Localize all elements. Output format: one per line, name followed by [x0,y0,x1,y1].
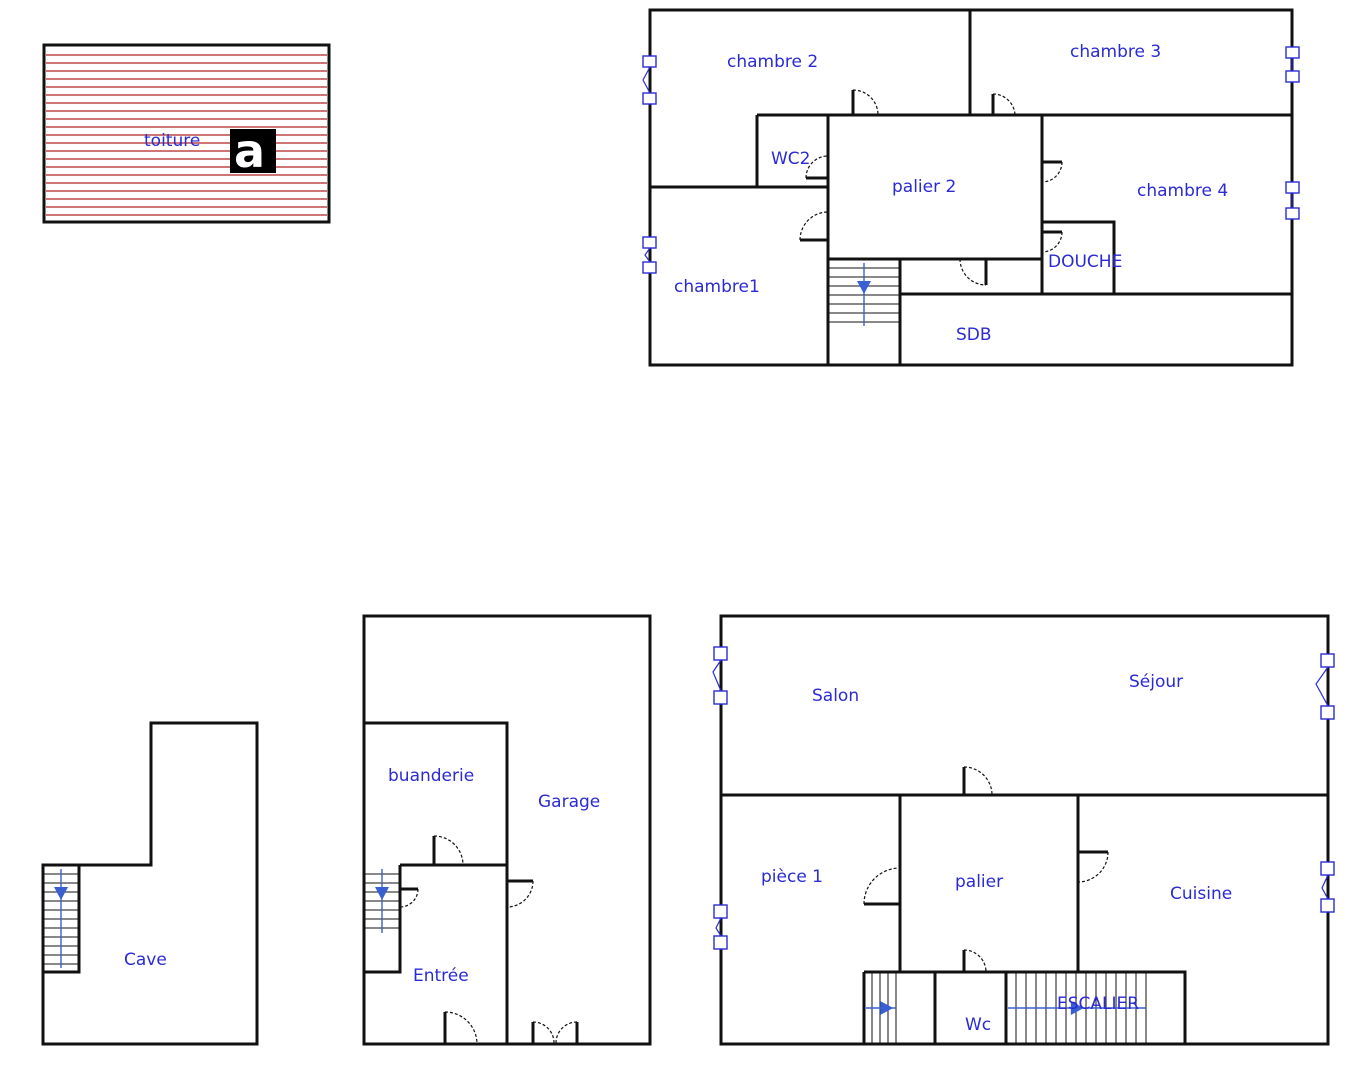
room-label-salon: Salon [812,686,859,706]
door [1041,160,1063,183]
door [443,1011,478,1045]
ground-floor-plan: Salon Séjour pièce 1 palier Cuisine Wc E… [712,614,1335,1046]
door [962,766,993,796]
room-label-entree: Entrée [413,966,469,986]
garage-door [531,1021,579,1044]
staircase [1008,972,1147,1044]
roof-hatching [46,54,327,216]
door [805,155,829,180]
window [713,904,728,950]
entry-level-plan: buanderie Garage Entrée [362,614,652,1046]
door [506,879,534,908]
logo-badge [230,129,276,173]
door [799,211,829,242]
window [642,236,657,274]
ground-floor-outline [719,614,1330,1046]
door [959,258,988,286]
logo-letter: a [234,124,265,178]
basement-plan: Cave [41,721,259,1046]
room-label-wc2: WC2 [771,149,811,169]
window [1320,861,1335,913]
room-label-escalier: ESCALIER [1057,994,1139,1014]
room-label-garage: Garage [538,792,600,812]
staircase [364,869,400,933]
window [1285,46,1300,83]
door [863,867,901,906]
room-label-palier: palier [955,872,1003,892]
door [851,89,879,116]
room-label-buanderie: buanderie [388,766,474,786]
room-label-palier-2: palier 2 [892,177,956,197]
room-label-douche: DOUCHE [1048,252,1122,272]
room-label-piece-1: pièce 1 [761,867,823,887]
room-label-sejour: Séjour [1129,672,1183,692]
room-label-wc: Wc [965,1015,991,1035]
staircase [866,972,897,1044]
window [1285,181,1300,220]
room-label-cuisine: Cuisine [1170,884,1232,904]
door [1077,850,1109,883]
room-label-chambre-3: chambre 3 [1070,42,1161,62]
roof-plan: toiture a [42,43,331,224]
door [1041,230,1063,253]
room-label-cave: Cave [124,950,167,970]
room-label-chambre1: chambre1 [674,277,760,297]
room-label-sdb: SDB [956,325,992,345]
wall [1042,220,1116,294]
staircase [828,263,900,326]
door [432,835,464,866]
room-label-chambre-2: chambre 2 [727,52,818,72]
door [962,949,987,973]
window [1315,653,1335,720]
upper-floor-plan: chambre 2 chambre 3 WC2 palier 2 chambre… [642,8,1300,367]
roof-outline [42,43,331,224]
roof-label: toiture [144,131,200,151]
door [399,887,419,908]
wall [364,721,509,1044]
basement-outline [41,721,259,1046]
window [642,55,657,105]
staircase [43,869,79,968]
door [991,93,1016,116]
room-label-chambre-4: chambre 4 [1137,181,1228,201]
window [712,646,728,705]
wall [864,970,1187,1044]
